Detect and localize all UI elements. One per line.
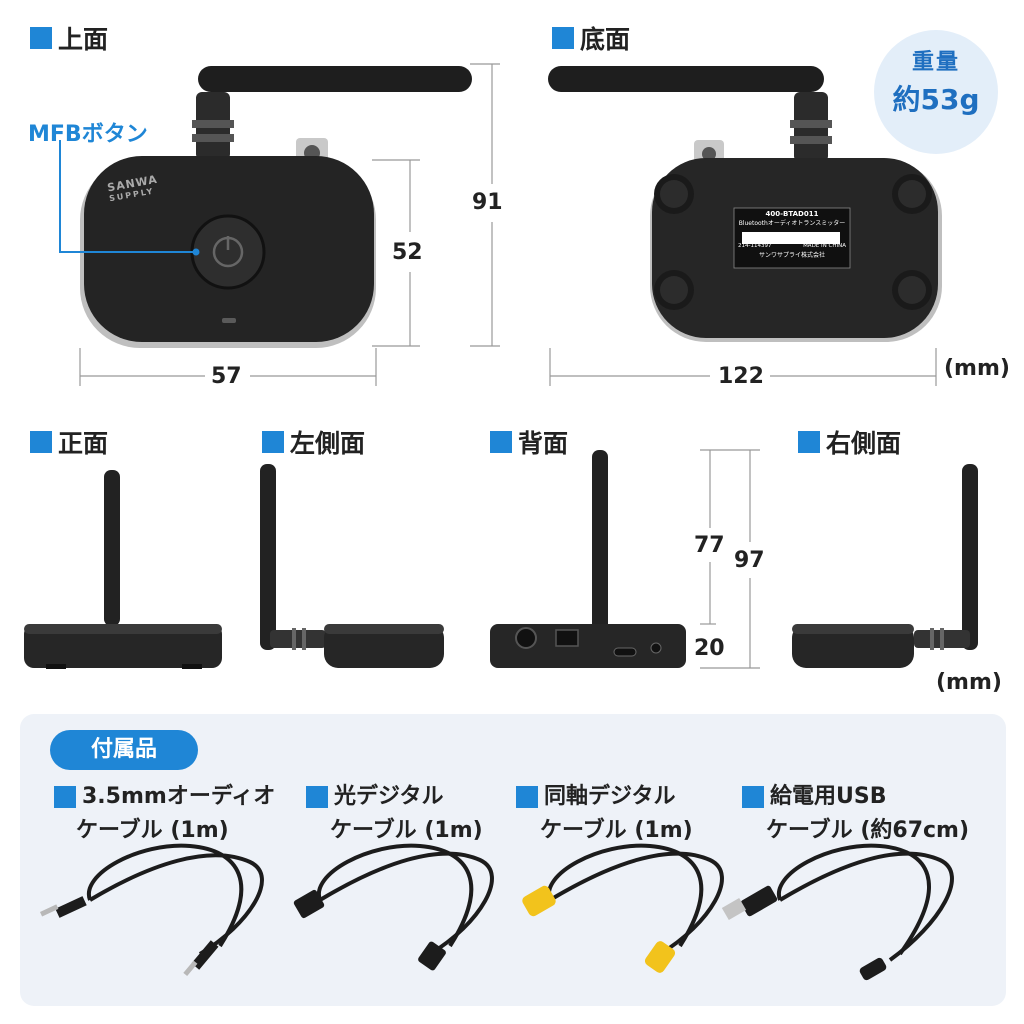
square-bullet-icon	[798, 431, 820, 453]
optical-cable-icon	[316, 843, 494, 956]
dim-back-antenna: 77	[694, 533, 725, 558]
section-back-label: 背面	[518, 429, 569, 458]
antenna-top	[192, 66, 472, 160]
square-bullet-icon	[552, 27, 574, 49]
label-model: 400-BTAD011	[765, 210, 819, 218]
section-left-side-label: 左側面	[290, 429, 366, 458]
dim-back-body: 20	[694, 636, 725, 661]
square-bullet-icon	[30, 431, 52, 453]
section-bottom: 底面	[552, 20, 630, 56]
left-side-view	[260, 464, 444, 668]
section-bottom-label: 底面	[580, 25, 631, 54]
square-bullet-icon	[742, 786, 764, 808]
accessory-item: 同軸デジタル ケーブル (1m)	[516, 780, 693, 848]
accessory-line2: ケーブル (1m)	[330, 818, 483, 843]
square-bullet-icon	[262, 431, 284, 453]
square-bullet-icon	[30, 27, 52, 49]
cable-illustrations	[39, 843, 954, 981]
usb-cable-icon	[776, 843, 954, 962]
weight-badge: 重量 約53g	[874, 30, 998, 154]
section-front-label: 正面	[58, 429, 109, 458]
dim-total-depth: 91	[472, 190, 503, 215]
square-bullet-icon	[306, 786, 328, 808]
dim-top-width: 57	[211, 364, 242, 389]
square-bullet-icon	[516, 786, 538, 808]
accessory-item: 光デジタル ケーブル (1m)	[306, 780, 483, 848]
section-front: 正面	[30, 424, 108, 460]
accessory-line1: 3.5mmオーディオ	[82, 784, 276, 809]
right-side-view	[792, 464, 978, 668]
accessory-line1: 光デジタル	[334, 784, 444, 809]
square-bullet-icon	[490, 431, 512, 453]
accessory-line2: ケーブル (約67cm)	[766, 818, 970, 843]
section-left-side: 左側面	[262, 424, 365, 460]
dim-back-total: 97	[734, 548, 765, 573]
product-label: 400-BTAD011 Bluetoothオーディオトランスミッター 214-1…	[734, 210, 850, 260]
dim-top-depth-inner: 52	[392, 240, 423, 265]
accessory-line1: 給電用USB	[770, 784, 887, 809]
audio-cable-icon	[86, 843, 264, 956]
dim-unit-top: (mm)	[944, 356, 1010, 381]
accessory-item: 3.5mmオーディオ ケーブル (1m)	[54, 780, 275, 848]
accessory-line2: ケーブル (1m)	[76, 818, 229, 843]
accessories-title: 付属品	[50, 730, 198, 770]
square-bullet-icon	[54, 786, 76, 808]
section-top: 上面	[30, 20, 108, 56]
weight-label: 重量	[911, 50, 960, 75]
accessory-line1: 同軸デジタル	[544, 784, 676, 809]
dim-unit-bottom: (mm)	[936, 670, 1002, 695]
accessory-line2: ケーブル (1m)	[540, 818, 693, 843]
accessories-panel: 付属品 3.5mmオーディオ ケーブル (1m) 光デジタル ケーブル (1m)…	[20, 714, 1006, 1006]
front-view	[24, 470, 222, 669]
label-code: 214-114397	[738, 243, 772, 249]
mfb-button-callout: MFBボタン	[28, 122, 148, 147]
weight-value: 約53g	[892, 83, 980, 116]
accessory-item: 給電用USB ケーブル (約67cm)	[742, 780, 969, 848]
back-view	[490, 450, 686, 668]
section-right-side: 右側面	[798, 424, 901, 460]
section-top-label: 上面	[58, 25, 109, 54]
section-right-side-label: 右側面	[826, 429, 902, 458]
label-name: Bluetoothオーディオトランスミッター	[738, 220, 846, 227]
coaxial-cable-icon	[546, 843, 724, 956]
dim-bottom-width: 122	[718, 364, 764, 389]
section-back: 背面	[490, 424, 568, 460]
antenna-bottom	[548, 66, 832, 162]
label-company: サンワサプライ株式会社	[758, 252, 825, 259]
label-origin: MADE IN CHINA	[803, 243, 846, 249]
